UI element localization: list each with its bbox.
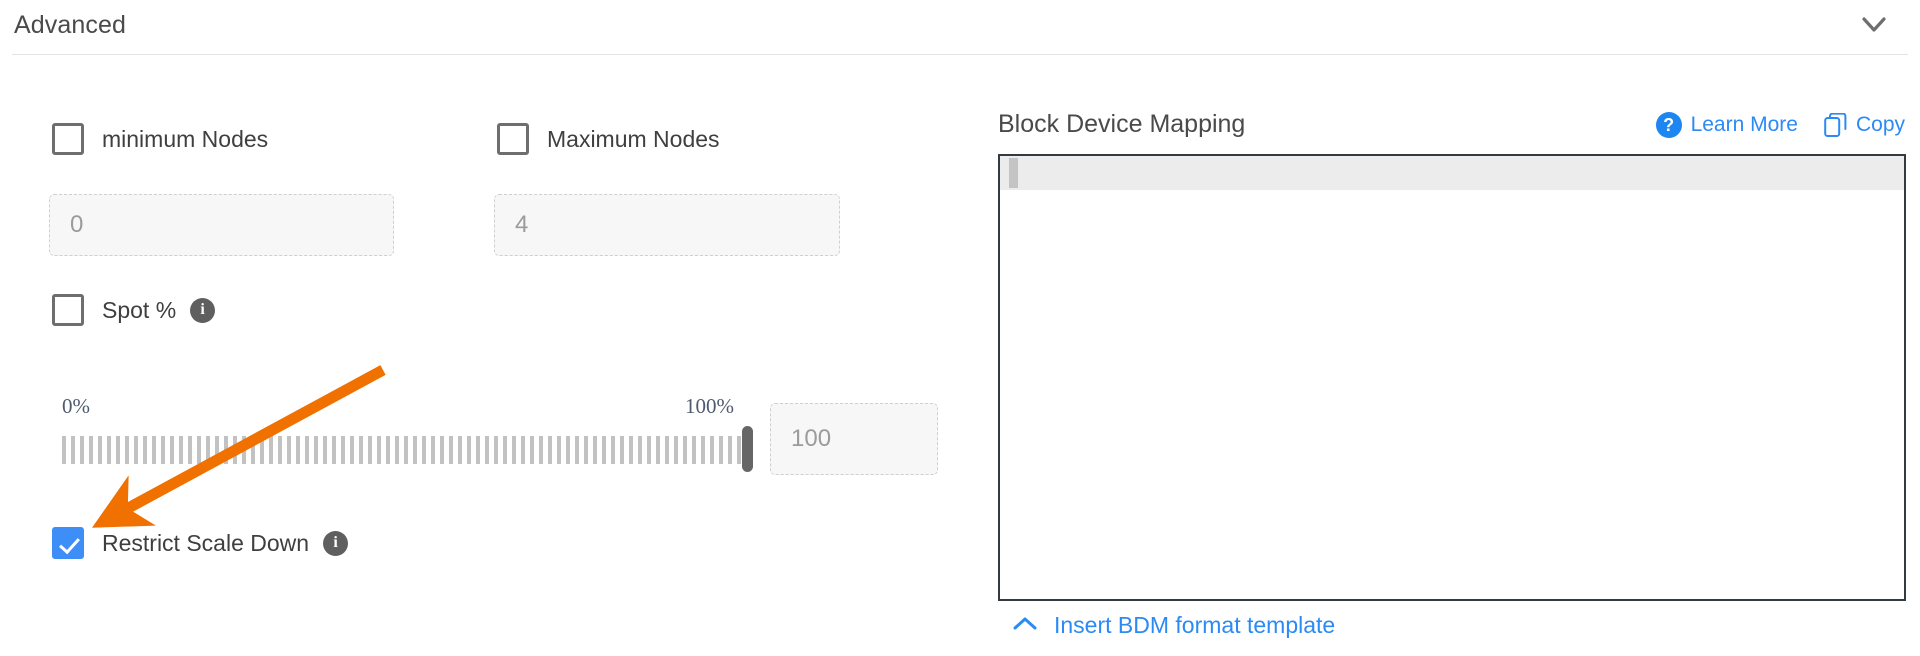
bdm-editor-textarea[interactable] [1022, 157, 1902, 597]
slider-track[interactable] [62, 436, 752, 464]
spot-percent-row: Spot % i [52, 293, 216, 327]
maximum-nodes-row: Maximum Nodes [497, 122, 720, 156]
slider-thumb[interactable] [742, 426, 753, 472]
minimum-nodes-checkbox[interactable] [52, 123, 84, 155]
minimum-nodes-label: minimum Nodes [102, 125, 269, 152]
insert-bdm-template-link[interactable]: Insert BDM format template [1012, 612, 1335, 639]
minimum-nodes-row: minimum Nodes [52, 122, 268, 156]
info-icon[interactable]: i [190, 297, 216, 323]
restrict-scale-down-row: Restrict Scale Down i [52, 526, 349, 560]
slider-min-label: 0% [62, 394, 90, 418]
spot-percent-label: Spot % [102, 296, 177, 323]
minimum-nodes-input[interactable] [49, 194, 394, 256]
slider-max-label: 100% [685, 394, 734, 418]
spot-percent-slider[interactable]: 0% 100% [62, 394, 753, 484]
maximum-nodes-checkbox[interactable] [497, 123, 529, 155]
restrict-scale-down-checkbox[interactable] [52, 527, 84, 559]
insert-bdm-template-label: Insert BDM format template [1054, 612, 1336, 638]
bdm-actions: ? Learn More Copy [1655, 112, 1905, 138]
advanced-section-header[interactable]: Advanced [0, 0, 1920, 54]
maximum-nodes-label: Maximum Nodes [547, 125, 720, 152]
spot-percent-value-input[interactable] [770, 403, 938, 475]
copy-label: Copy [1855, 113, 1905, 136]
bdm-code-editor[interactable] [998, 154, 1906, 601]
info-icon[interactable]: i [323, 530, 349, 556]
learn-more-label: Learn More [1690, 113, 1798, 136]
page-title: Advanced [14, 11, 126, 39]
block-device-mapping-panel: Block Device Mapping ? Learn More Copy [998, 54, 1920, 656]
copy-button[interactable]: Copy [1824, 112, 1905, 138]
copy-icon [1824, 112, 1847, 138]
editor-caret [1009, 158, 1018, 188]
header-divider [12, 54, 1908, 55]
question-circle-icon: ? [1655, 112, 1682, 138]
left-settings-column: minimum Nodes Maximum Nodes Spot % i 0% … [0, 54, 960, 656]
restrict-scale-down-label: Restrict Scale Down [102, 529, 310, 556]
chevron-up-icon [1012, 612, 1038, 639]
learn-more-link[interactable]: ? Learn More [1655, 112, 1798, 138]
maximum-nodes-input[interactable] [494, 194, 840, 256]
chevron-down-icon[interactable] [1854, 8, 1894, 42]
spot-percent-checkbox[interactable] [52, 294, 84, 326]
block-device-mapping-title: Block Device Mapping [998, 110, 1246, 138]
